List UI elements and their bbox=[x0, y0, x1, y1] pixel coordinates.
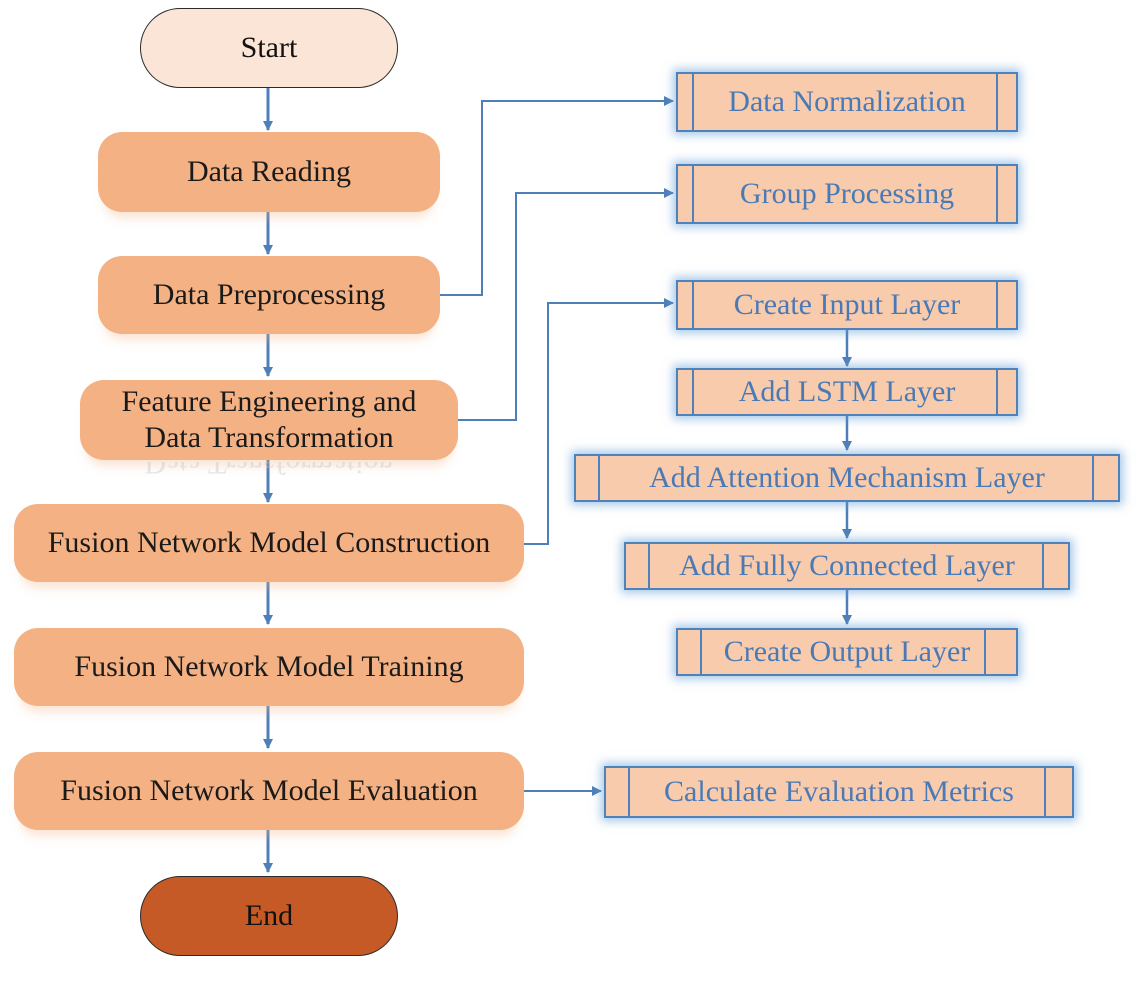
end-node: End bbox=[140, 876, 398, 956]
arrow-construction-to-input-layer bbox=[524, 298, 674, 545]
calculate-metrics-box: Calculate Evaluation Metrics bbox=[604, 766, 1074, 818]
add-lstm-layer-right-bar bbox=[996, 370, 998, 414]
data-normalization-label: Data Normalization bbox=[728, 85, 966, 118]
calculate-metrics-label: Calculate Evaluation Metrics bbox=[664, 775, 1014, 808]
model-training-node: Fusion Network Model Training bbox=[14, 628, 524, 706]
feature-engineering-label-line2: Data Transformation bbox=[144, 421, 394, 454]
data-normalization-left-bar bbox=[692, 74, 694, 130]
end-label: End bbox=[244, 899, 294, 932]
model-evaluation-label: Fusion Network Model Evaluation bbox=[60, 774, 478, 807]
add-fully-connected-layer-left-bar bbox=[648, 544, 650, 588]
model-construction-node: Fusion Network Model Construction bbox=[14, 504, 524, 582]
add-lstm-layer-box: Add LSTM Layer bbox=[676, 368, 1018, 416]
create-output-layer-left-bar bbox=[700, 630, 702, 674]
add-fully-connected-layer-box: Add Fully Connected Layer bbox=[624, 542, 1070, 590]
start-node: Start bbox=[140, 8, 398, 88]
create-input-layer-right-bar bbox=[996, 282, 998, 328]
add-fully-connected-layer-label: Add Fully Connected Layer bbox=[679, 549, 1015, 582]
model-construction-label: Fusion Network Model Construction bbox=[47, 526, 491, 559]
model-training-label: Fusion Network Model Training bbox=[74, 650, 464, 683]
data-preprocessing-label: Data Preprocessing bbox=[152, 278, 386, 311]
start-label: Start bbox=[240, 31, 298, 64]
create-input-layer-left-bar bbox=[692, 282, 694, 328]
group-processing-left-bar bbox=[692, 166, 694, 222]
arrow-preprocessing-to-normalization bbox=[440, 96, 674, 296]
calculate-metrics-left-bar bbox=[628, 768, 630, 816]
add-fully-connected-layer-right-bar bbox=[1042, 544, 1044, 588]
model-evaluation-node: Fusion Network Model Evaluation bbox=[14, 752, 524, 830]
create-output-layer-label: Create Output Layer bbox=[723, 635, 971, 668]
create-input-layer-box: Create Input Layer bbox=[676, 280, 1018, 330]
feature-engineering-node: Feature Engineering and Data Transformat… bbox=[80, 380, 458, 460]
data-reading-label: Data Reading bbox=[186, 155, 352, 188]
create-input-layer-label: Create Input Layer bbox=[733, 288, 961, 321]
add-attention-layer-label: Add Attention Mechanism Layer bbox=[649, 461, 1045, 494]
data-normalization-box: Data Normalization bbox=[676, 72, 1018, 132]
calculate-metrics-right-bar bbox=[1044, 768, 1046, 816]
group-processing-right-bar bbox=[996, 166, 998, 222]
data-normalization-right-bar bbox=[996, 74, 998, 130]
data-reading-node: Data Reading bbox=[98, 132, 440, 212]
add-attention-layer-right-bar bbox=[1092, 456, 1094, 500]
add-lstm-layer-label: Add LSTM Layer bbox=[738, 375, 956, 408]
add-lstm-layer-left-bar bbox=[692, 370, 694, 414]
create-output-layer-box: Create Output Layer bbox=[676, 628, 1018, 676]
group-processing-box: Group Processing bbox=[676, 164, 1018, 224]
create-output-layer-right-bar bbox=[984, 630, 986, 674]
arrow-feature-to-grouping bbox=[458, 188, 674, 421]
feature-engineering-label-line1: Feature Engineering and bbox=[121, 385, 417, 418]
group-processing-label: Group Processing bbox=[739, 177, 955, 210]
add-attention-layer-box: Add Attention Mechanism Layer bbox=[574, 454, 1120, 502]
add-attention-layer-left-bar bbox=[598, 456, 600, 500]
data-preprocessing-node: Data Preprocessing bbox=[98, 256, 440, 334]
